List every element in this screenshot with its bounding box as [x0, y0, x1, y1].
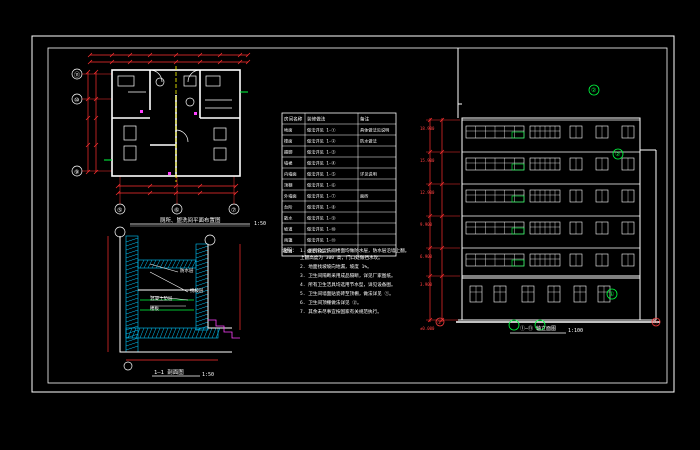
elevation-axis-right: ⑪: [653, 319, 658, 326]
finish-schedule-table: 房间名称装修做法 备注地面 做法详见 1-① 具体做法见说明楼面 做法详见 1-② 防水做…: [281, 112, 397, 257]
table-cell: 做法详见 1-⑫: [307, 248, 336, 255]
notes-line-2: 上翻高度为 300 高，门口处做挡水坎。: [300, 254, 383, 261]
elevation-scale: 1:100: [568, 328, 583, 334]
elevation-callout-1: ②: [591, 87, 596, 94]
notes-heading: 说明：: [282, 247, 297, 254]
table-cell: 做法详见 1-⑧: [307, 204, 336, 211]
elevation-level-mark: 12.900: [420, 190, 435, 195]
table-cell: 做法详见 1-⑤: [307, 171, 336, 178]
table-cell: 地面: [284, 127, 292, 134]
section-title: 1—1 剖面图: [154, 368, 184, 376]
table-cell: 做法详见 1-⑩: [307, 226, 336, 233]
plan-axis-col-3: ⑦: [231, 207, 236, 214]
table-cell: 做法详见 1-①: [307, 127, 336, 134]
section-note-4: 楼板: [150, 305, 159, 312]
plan-axis-row-3: ⑨: [74, 169, 79, 176]
table-cell: 做法详见 1-④: [307, 160, 336, 167]
table-cell: 雨篷: [284, 237, 293, 244]
table-cell: 顶棚: [284, 182, 292, 189]
inner-frame: [47, 47, 668, 384]
notes-line-1: 1. 厕所及盥洗间楼面均做防水层，防水层沿墙上翻。: [300, 247, 409, 254]
section-note-3: 混凝土垫层: [150, 295, 173, 302]
elevation-level-mark: 9.900: [420, 222, 433, 227]
table-cell: 做法详见 1-⑪: [307, 237, 336, 244]
table-cell: 具体做法见说明: [360, 127, 389, 134]
section-note-2: 找坡层: [190, 287, 204, 294]
table-cell: 内墙面: [284, 171, 297, 178]
table-cell: 做法详见 1-⑦: [307, 193, 336, 200]
plan-title: 厕所、盥洗间平面布置图: [160, 216, 221, 224]
elevation-level-mark: 6.900: [420, 254, 433, 259]
notes-line-5: 4. 所有卫生洁具均选用节水型，详见设备图。: [300, 281, 396, 288]
table-cell: 外墙面: [284, 193, 297, 200]
toilet-floor-plan: [71, 52, 251, 215]
table-cell: 防水做法: [360, 138, 377, 145]
elevation-level-mark: 18.900: [420, 126, 435, 131]
table-header-cell: 装修做法: [307, 116, 326, 123]
section-detail: [107, 226, 241, 371]
plan-axis-col-2: ⑥: [174, 207, 179, 214]
elevation-level-mark: 3.900: [420, 282, 433, 287]
table-cell: 做法详见 1-②: [307, 138, 336, 145]
elevation-axis-left: ①: [437, 320, 442, 326]
notes-line-6: 5. 卫生间墙面贴瓷砖至顶棚，做法详见 ①。: [300, 290, 394, 297]
notes-line-8: 7. 其余未尽事宜按国家有关规范执行。: [300, 308, 382, 315]
table-header-cell: 备注: [360, 116, 370, 123]
notes-line-4: 3. 卫生间隔断采用成品隔断，详见厂家图纸。: [300, 272, 396, 279]
table-cell: 散水: [284, 215, 293, 222]
table-cell: 楼面: [284, 138, 292, 145]
building-elevation: [426, 48, 661, 334]
table-cell: 坡道: [284, 226, 293, 233]
elevation-title: ①—⑪ 轴立面图: [520, 325, 556, 332]
plan-scale: 1:50: [254, 221, 266, 227]
table-cell: 踢脚: [284, 149, 292, 156]
elevation-level-mark: ±0.000: [420, 326, 435, 331]
section-note-1: 防水层: [180, 267, 194, 274]
plan-axis-row-2: ⑩: [74, 97, 79, 104]
table-cell: 屋面: [284, 249, 292, 255]
notes-line-7: 6. 卫生间顶棚做法详见 ②。: [300, 299, 362, 306]
table-cell: 详见说明: [360, 171, 377, 178]
table-cell: 台阶: [284, 204, 293, 211]
outer-frame: [31, 35, 675, 393]
table-cell: 做法详见 1-⑨: [307, 215, 336, 222]
elevation-level-mark: 15.900: [420, 158, 435, 163]
elevation-callout-2: ②: [615, 151, 620, 158]
table-cell: 面砖: [360, 193, 368, 200]
table-cell: 做法详见 1-⑥: [307, 182, 336, 189]
table-cell: 墙裙: [284, 160, 293, 167]
elevation-callout-3: ①: [609, 291, 614, 298]
plan-axis-col-1: ⑤: [117, 207, 122, 214]
section-scale: 1:50: [202, 372, 214, 378]
plan-axis-row-1: ⑪: [74, 71, 80, 79]
table-cell: 做法详见 1-③: [307, 149, 336, 156]
notes-line-3: 2. 地面找坡坡向地漏，坡度 1%。: [300, 263, 372, 270]
table-header-cell: 房间名称: [284, 116, 303, 123]
